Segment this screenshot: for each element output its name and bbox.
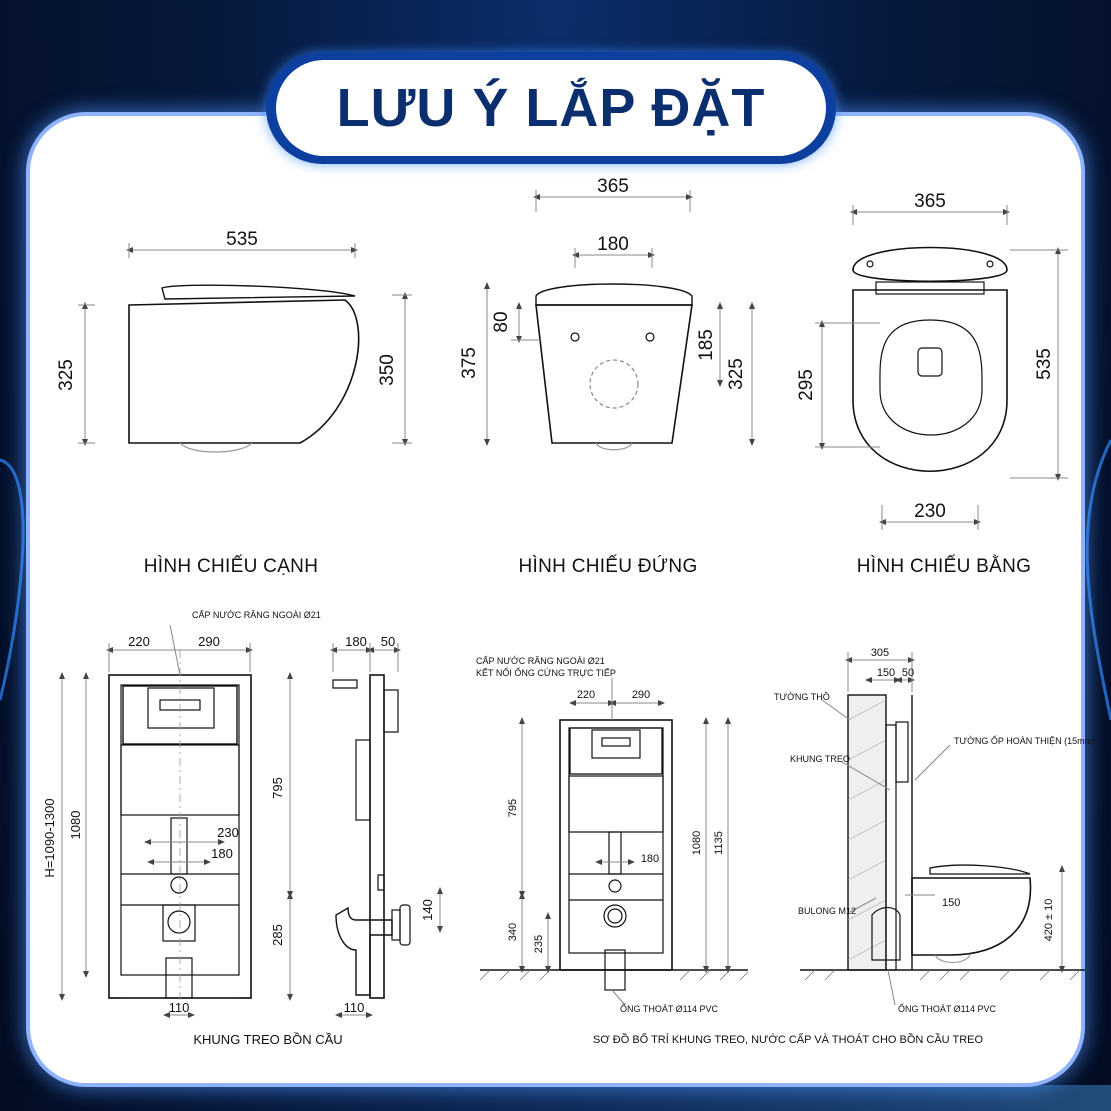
frame-side-140-label: 140 [420, 899, 435, 921]
frame-caption: KHUNG TREO BỒN CẦU [193, 1032, 342, 1047]
top-view-drawing [815, 205, 1068, 530]
frame-h285-label: 285 [270, 924, 285, 946]
layout-drain-label: ỐNG THOÁT Ø114 PVC [620, 1003, 719, 1014]
side-view-drawing [78, 243, 412, 453]
front-h185-label: 185 [696, 329, 717, 361]
top-view-caption: HÌNH CHIẾU BẰNG [857, 555, 1031, 577]
layout-supply-note2: KẾT NỐI ỐNG CỨNG TRỰC TIẾP [476, 667, 616, 678]
frame-side-drawing [330, 643, 443, 1018]
layout-h1135-label: 1135 [713, 831, 725, 855]
frame-side-180-label: 180 [345, 634, 367, 649]
side-height-right-label: 350 [377, 354, 398, 386]
front-width-top-label: 365 [597, 176, 629, 197]
layout-h1080-label: 1080 [691, 831, 703, 855]
front-offset-label: 80 [491, 311, 512, 332]
page-title: LƯU Ý LẮP ĐẶT [336, 78, 766, 138]
layout-w290-label: 290 [632, 689, 650, 701]
layout-h420-label: 420 ± 10 [1043, 899, 1055, 942]
top-width-bottom-label: 230 [914, 501, 946, 522]
front-width-inner-label: 180 [597, 234, 629, 255]
front-height-left-label: 375 [459, 347, 480, 379]
layout-w150-label: 150 [877, 667, 895, 679]
layout-d150-label: 150 [942, 897, 960, 909]
layout-supply-note1: CẤP NƯỚC RĂNG NGOÀI Ø21 [476, 656, 605, 666]
layout-h340-label: 340 [507, 923, 519, 941]
dimension-labels: 535 325 350 365 180 375 80 185 325 365 2… [42, 176, 1095, 1047]
title-inner: LƯU Ý LẮP ĐẶT [276, 60, 826, 156]
front-view-caption: HÌNH CHIẾU ĐỨNG [518, 555, 697, 577]
front-h325-label: 325 [726, 358, 747, 390]
layout-h235-label: 235 [533, 935, 545, 953]
top-height-left-label: 295 [796, 369, 817, 401]
frame-side-50-label: 50 [381, 634, 395, 649]
title-banner: LƯU Ý LẮP ĐẶT [266, 52, 836, 164]
frame-d180-label: 180 [211, 846, 233, 861]
frame-side-110-label: 110 [344, 1000, 365, 1015]
layout-d180-label: 180 [641, 853, 659, 865]
front-view-drawing [484, 190, 755, 451]
frame-h795-label: 795 [270, 777, 285, 799]
frame-w220-label: 220 [128, 634, 150, 649]
side-view-caption: HÌNH CHIẾU CẠNH [144, 555, 318, 577]
frame-h-range-label: H=1090-1300 [42, 798, 57, 877]
layout-w50-label: 50 [902, 667, 914, 679]
side-width-label: 535 [226, 229, 258, 250]
layout-bolt-label: BULONG M12 [798, 906, 856, 916]
layout-h795-label: 795 [507, 799, 519, 817]
content-panel [26, 112, 1085, 1087]
layout-w220-label: 220 [577, 689, 595, 701]
layout-frame-tag-label: KHUNG TREO [790, 754, 850, 764]
top-width-top-label: 365 [914, 191, 946, 212]
frame-w290-label: 290 [198, 634, 220, 649]
side-height-left-label: 325 [56, 359, 77, 391]
layout-finish-label: TƯỜNG ỐP HOÀN THIỆN (15mm) [954, 735, 1095, 746]
frame-front-drawing [59, 624, 293, 1018]
frame-supply-note: CẤP NƯỚC RĂNG NGOÀI Ø21 [192, 610, 321, 620]
layout-caption: SƠ ĐỒ BỐ TRÍ KHUNG TREO, NƯỚC CẤP VÀ THO… [593, 1032, 984, 1046]
layout-wall-label: TƯỜNG THÔ [774, 692, 830, 702]
layout-w305-label: 305 [871, 647, 889, 659]
frame-d230-label: 230 [217, 825, 239, 840]
layout-drain2-label: ỐNG THOÁT Ø114 PVC [898, 1003, 997, 1014]
top-height-right-label: 535 [1034, 348, 1055, 380]
layout-front-drawing [479, 678, 749, 1006]
frame-h1080-label: 1080 [68, 811, 83, 840]
layout-side-drawing [800, 652, 1085, 1006]
frame-b110-label: 110 [169, 1000, 190, 1015]
